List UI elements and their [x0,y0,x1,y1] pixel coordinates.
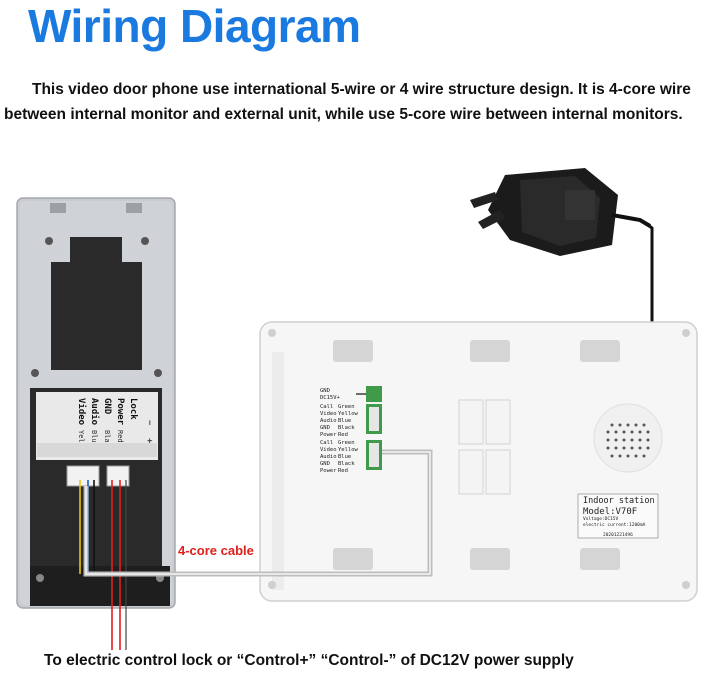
outdoor-label-audio: Audio [89,398,100,425]
indoor-port1-audio: Audio [320,418,337,424]
indoor-port2-black: Black [338,461,355,467]
indoor-port1-red: Red [338,432,348,438]
indoor-port2-gnd: GND [320,461,330,467]
outdoor-label-video: Video [76,398,87,425]
indoor-port1-black: Black [338,425,355,431]
indoor-port1-gnd: GND [320,425,330,431]
outdoor-label-gnd: GND [102,398,112,415]
indoor-label-model: Model:V70F [583,507,637,517]
indoor-port1-call: Call [320,404,333,410]
outdoor-lock-minus: − [144,420,154,426]
indoor-port2-red: Red [338,468,348,474]
outdoor-lock-plus: + [144,438,154,444]
indoor-port1-yellow: Yellow [338,411,359,417]
indoor-label-voltage: Voltage:DC15V [583,516,619,522]
indoor-dc15v-label: DC15V+ [320,395,341,401]
power-adapter [470,168,652,256]
outdoor-label-power: Power [115,398,125,426]
indoor-port2-blue: Blue [338,454,351,460]
outdoor-label-lock: Lock [128,398,138,420]
outdoor-wire-blue: Blue [90,430,98,447]
indoor-port2-yellow: Yellow [338,447,359,453]
cable-label: 4-core cable [178,543,254,558]
wiring-diagram: Lock Power GND Audio Video − + Red Black… [16,168,698,650]
indoor-gnd-label: GND [320,388,330,394]
indoor-label-current: electric current:1200mA [583,522,646,528]
indoor-port1-video: Video [320,411,337,417]
intro-paragraph: This video door phone use international … [4,77,718,127]
intro-text: This video door phone use international … [4,81,691,123]
indoor-port1-blue: Blue [338,418,351,424]
outdoor-wire-red: Red [116,430,124,443]
indoor-port2-power: Power [320,468,337,474]
caption: To electric control lock or “Control+” “… [44,652,574,669]
outdoor-wire-black: Black [103,430,111,452]
page-title: Wiring Diagram [28,0,361,52]
indoor-port1-power: Power [320,432,337,438]
indoor-port2-video: Video [320,447,337,453]
indoor-unit: GND DC15V+ Call Video Audio GND Power Gr… [259,321,698,602]
indoor-port2-green: Green [338,440,355,446]
outdoor-unit: Lock Power GND Audio Video − + Red Black… [16,197,176,609]
indoor-port2-audio: Audio [320,454,337,460]
indoor-label-serial: 20201221496 [603,532,633,538]
indoor-port1-green: Green [338,404,355,410]
indoor-label-title: Indoor station [583,496,655,506]
indoor-port2-call: Call [320,440,333,446]
